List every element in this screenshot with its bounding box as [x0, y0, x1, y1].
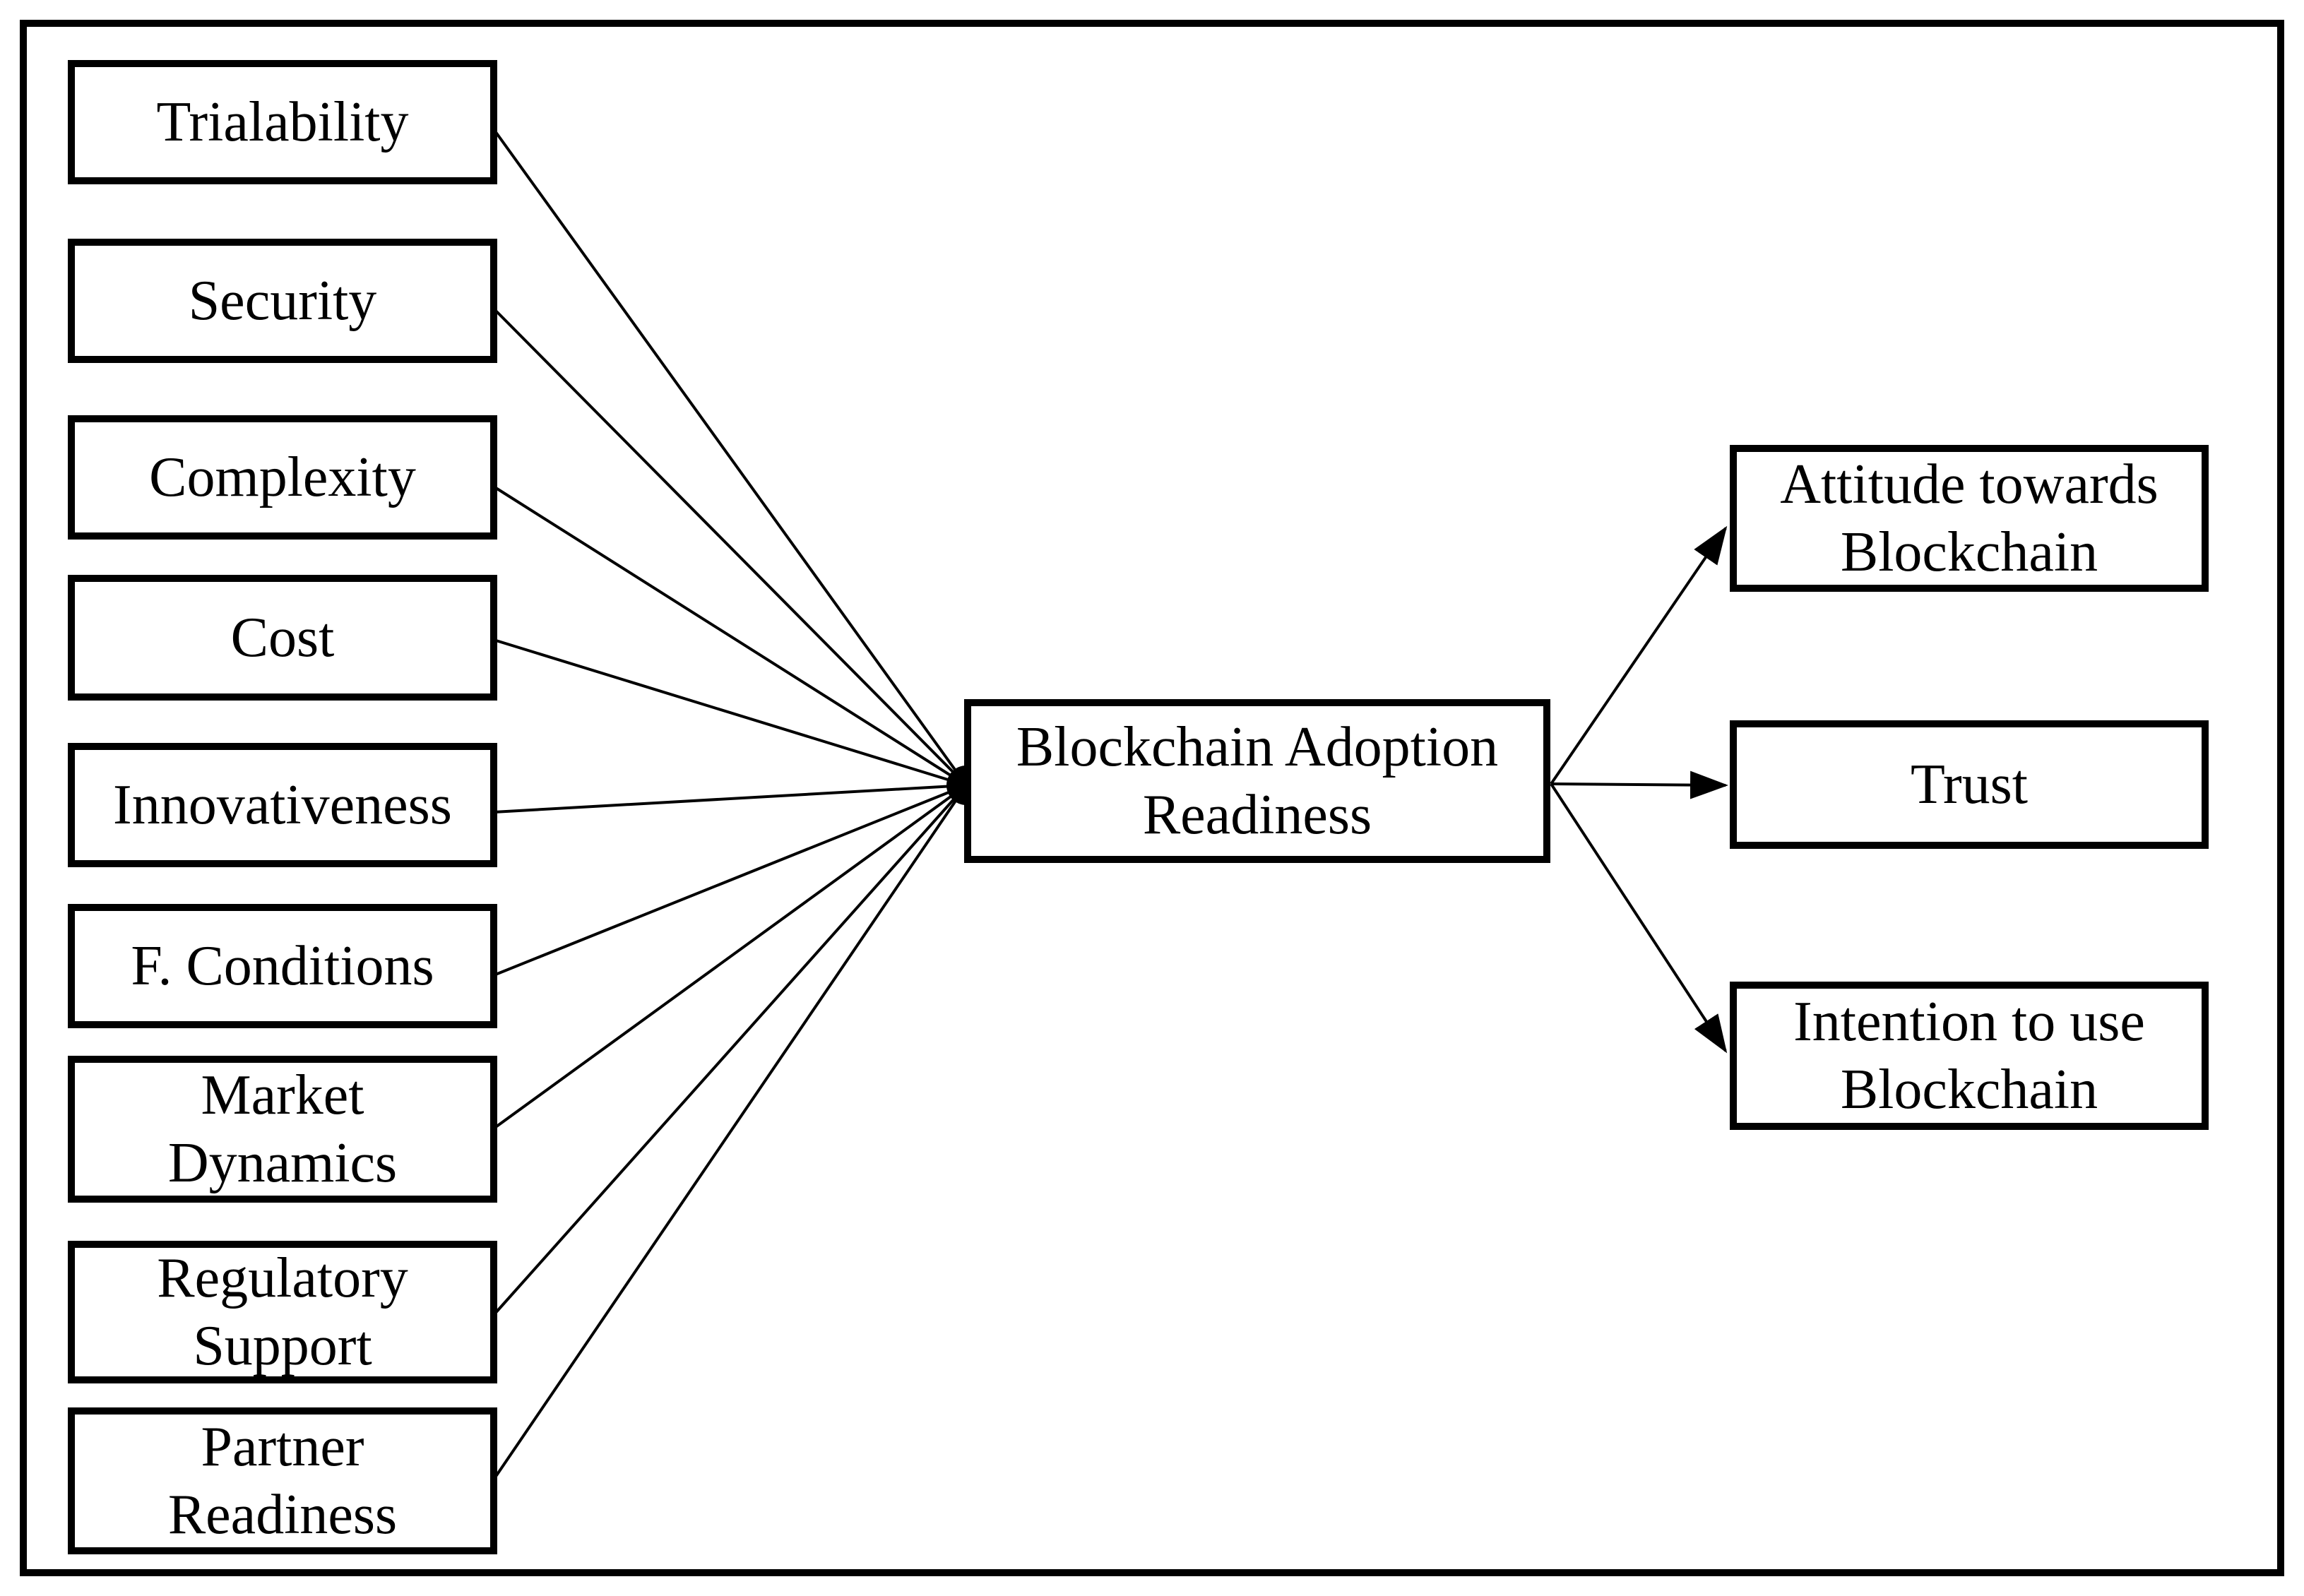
node-regulatory-support: Regulatory Support — [68, 1241, 497, 1383]
node-f-conditions: F. Conditions — [68, 904, 497, 1028]
edge-cost-to-readiness — [493, 638, 967, 787]
node-partner-readiness: Partner Readiness — [68, 1407, 497, 1554]
edge-complexity-to-readiness — [492, 485, 968, 787]
arrow-readiness-to-attitude — [1550, 525, 1728, 785]
arrow-readiness-to-intention — [1550, 782, 1728, 1054]
node-cost: Cost — [68, 575, 497, 701]
node-complexity: Complexity — [68, 415, 497, 540]
node-blockchain-adoption-readiness: Blockchain Adoption Readiness — [964, 699, 1550, 863]
edge-partner-readiness-to-readiness — [492, 784, 968, 1481]
edge-market-dynamics-to-readiness — [492, 784, 968, 1130]
node-intention-to-use-blockchain: Intention to use Blockchain — [1730, 982, 2209, 1130]
node-market-dynamics: Market Dynamics — [68, 1056, 497, 1203]
arrow-readiness-to-trust — [1550, 770, 1728, 799]
node-security: Security — [68, 239, 497, 363]
edge-innovativeness-to-readiness — [493, 784, 967, 814]
diagram-outer-border — [20, 20, 2284, 1576]
node-innovativeness: Innovativeness — [68, 743, 497, 867]
edge-f-conditions-to-readiness — [493, 784, 967, 977]
edge-security-to-readiness — [492, 307, 968, 787]
edge-regulatory-support-to-readiness — [492, 784, 968, 1316]
node-trust: Trust — [1730, 720, 2209, 849]
edge-trialability-to-readiness — [492, 128, 968, 787]
node-attitude-towards-blockchain: Attitude towards Blockchain — [1730, 445, 2209, 592]
node-trialability: Trialability — [68, 60, 497, 184]
